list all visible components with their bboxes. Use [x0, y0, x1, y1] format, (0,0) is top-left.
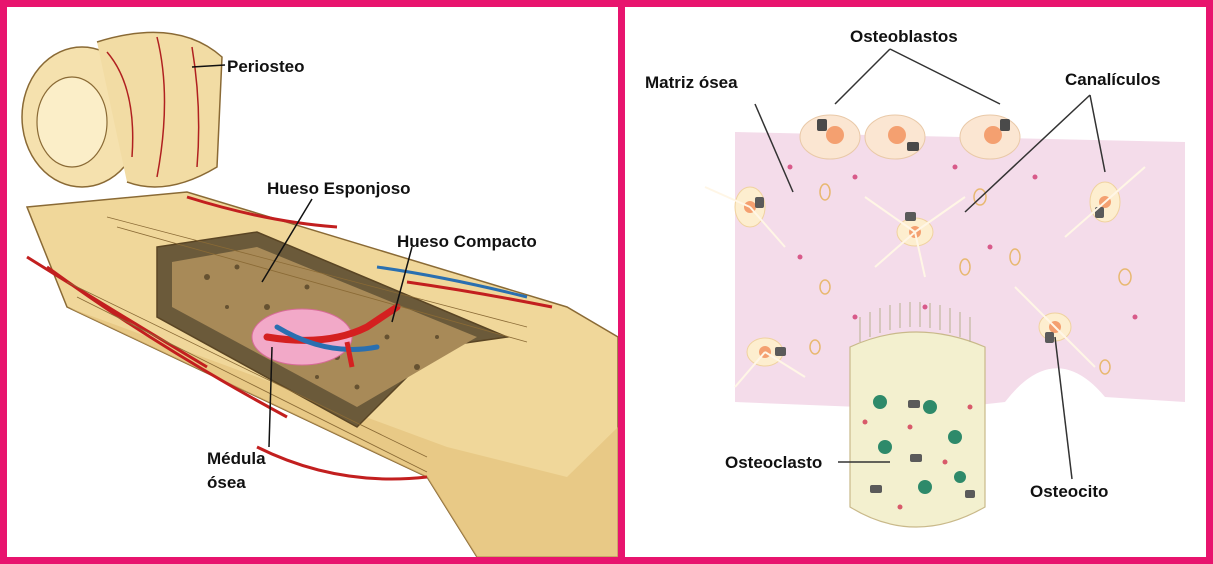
osteocito-label: Osteocito [1030, 482, 1108, 502]
bone-anatomy-panel: Periosteo Hueso Esponjoso Hueso Compacto… [7, 7, 618, 557]
matriz-osea-label: Matriz ósea [645, 73, 738, 93]
canaliculos-label: Canalículos [1065, 70, 1160, 90]
hueso-compacto-label: Hueso Compacto [397, 232, 537, 252]
periosteo-label: Periosteo [227, 57, 304, 77]
hueso-esponjoso-label: Hueso Esponjoso [267, 179, 411, 199]
osteoblastos-label: Osteoblastos [850, 27, 958, 47]
bone-illustration [7, 7, 618, 557]
medula-label-line2: ósea [207, 473, 246, 493]
osteoclasto-label: Osteoclasto [725, 453, 822, 473]
bone-cells-panel: Osteoblastos Matriz ósea Canalículos Ost… [625, 7, 1206, 557]
medula-label-line1: Médula [207, 449, 266, 469]
